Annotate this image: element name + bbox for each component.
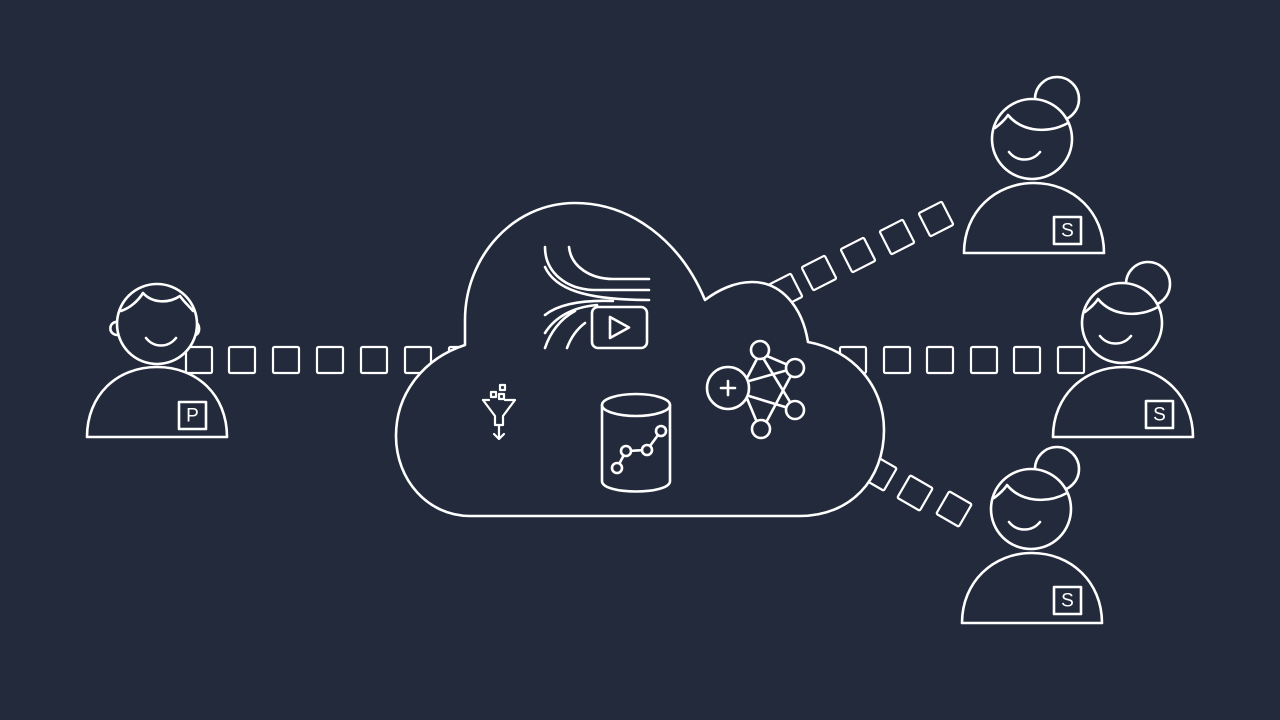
subscriber-badge-label-3: S xyxy=(1061,591,1074,612)
publisher-badge-label: P xyxy=(186,406,199,427)
funnel-icon xyxy=(481,383,517,441)
subscriber-person-1[interactable]: S xyxy=(962,75,1106,255)
subscriber-badge-label-2: S xyxy=(1153,405,1166,426)
subscriber-badge-3 xyxy=(1052,585,1083,616)
cloud-icon xyxy=(394,201,886,518)
neural-network-icon xyxy=(705,339,806,440)
connection-cloud-to-subscriber-1 xyxy=(766,200,955,310)
subscriber-person-3[interactable]: S xyxy=(960,445,1104,625)
subscriber-badge-label-1: S xyxy=(1061,221,1074,242)
person-bun-icon xyxy=(1051,260,1195,439)
database-chart-icon xyxy=(600,392,672,493)
subscriber-badge-1 xyxy=(1052,215,1083,246)
cloud xyxy=(394,201,886,518)
subscriber-person-2[interactable]: S xyxy=(1051,260,1195,439)
subscriber-badge-2 xyxy=(1144,399,1175,430)
person-bun-icon xyxy=(960,445,1104,625)
stream-video-icon xyxy=(543,245,651,350)
publisher-badge xyxy=(177,400,208,431)
publisher-person[interactable]: P xyxy=(85,282,229,439)
person-bun-icon xyxy=(962,75,1106,255)
person-icon xyxy=(85,282,229,439)
